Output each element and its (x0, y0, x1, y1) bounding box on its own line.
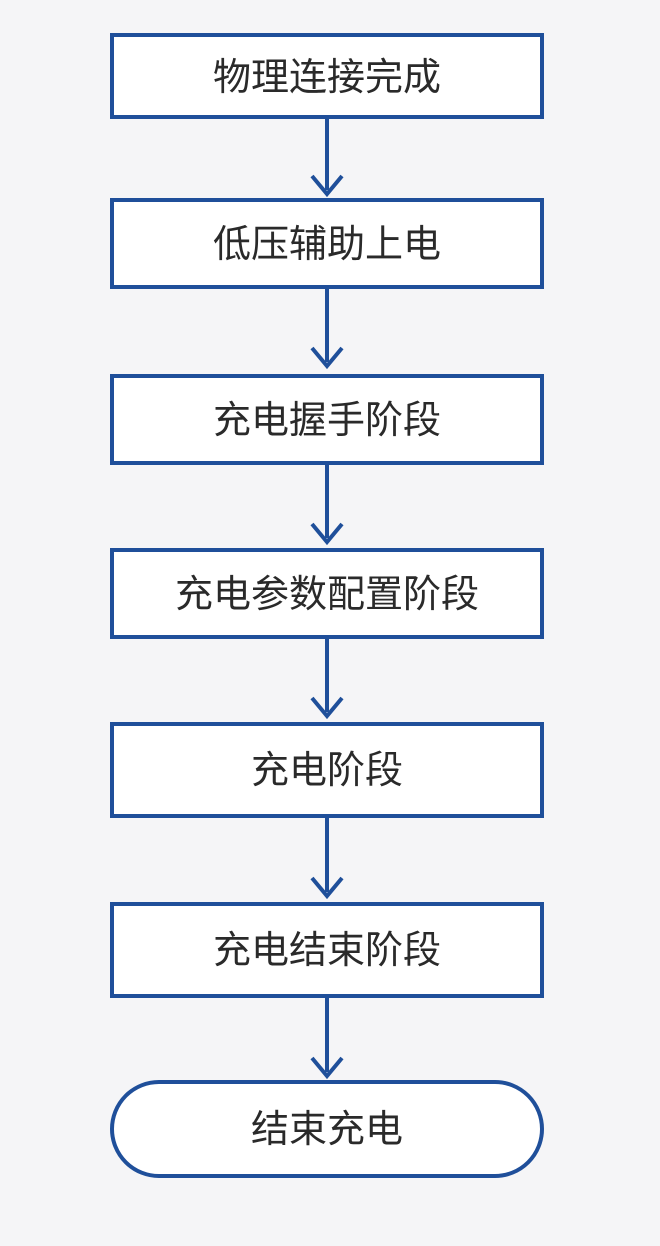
step-charging: 充电阶段 (110, 722, 544, 818)
step-handshake: 充电握手阶段 (110, 374, 544, 465)
arrow-connector (310, 287, 344, 370)
arrow-connector (310, 816, 344, 900)
step-label: 结束充电 (251, 1107, 403, 1151)
step-label: 充电结束阶段 (213, 928, 441, 972)
step-label: 物理连接完成 (213, 55, 441, 99)
step-physical-connection: 物理连接完成 (110, 33, 544, 119)
step-box (110, 33, 544, 119)
step-label: 充电参数配置阶段 (175, 572, 479, 616)
step-low-voltage-power: 低压辅助上电 (110, 198, 544, 289)
step-box (110, 902, 544, 998)
arrow-connector (310, 117, 344, 198)
step-box (110, 722, 544, 818)
step-label: 充电阶段 (251, 748, 403, 792)
step-parameter-config: 充电参数配置阶段 (110, 548, 544, 639)
arrow-connector (310, 637, 344, 720)
terminator-shape (110, 1080, 544, 1178)
step-label: 充电握手阶段 (213, 398, 441, 442)
arrow-connector (310, 996, 344, 1080)
step-label: 低压辅助上电 (213, 222, 441, 266)
step-box (110, 374, 544, 465)
step-box (110, 198, 544, 289)
terminator-end-charging: 结束充电 (110, 1080, 544, 1178)
step-charging-end-phase: 充电结束阶段 (110, 902, 544, 998)
arrow-connector (310, 463, 344, 546)
